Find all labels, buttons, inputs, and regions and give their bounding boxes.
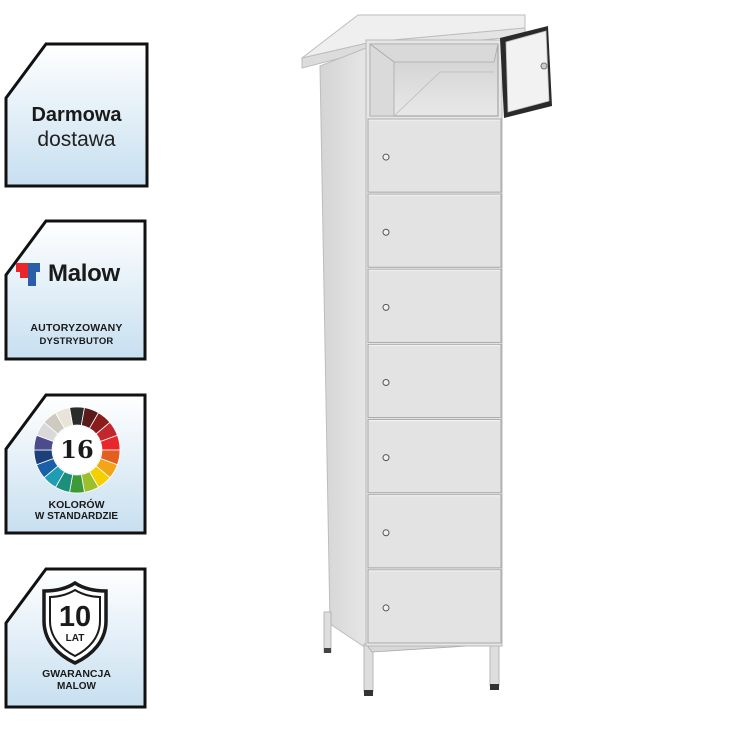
colors-line2: W STANDARDZIE — [34, 511, 119, 522]
distributor-line2: DYSTRYBUTOR — [39, 336, 114, 347]
lock-icon — [382, 228, 390, 236]
badge-frame — [4, 42, 149, 188]
malow-logo: Malow — [16, 260, 120, 288]
shield-icon: 10 LAT — [42, 581, 108, 665]
locker-door[interactable] — [367, 419, 502, 494]
locker-door[interactable] — [367, 569, 502, 644]
color-wheel-icon — [33, 406, 121, 494]
warranty-badge: 10 LAT GWARANCJA MALOW — [4, 567, 149, 709]
brand-name: Malow — [48, 260, 120, 287]
door-handle-icon — [540, 62, 548, 70]
color-swatch — [54, 407, 74, 429]
delivery-line2: dostawa — [37, 128, 116, 151]
lock-icon — [382, 529, 390, 537]
locker-door[interactable] — [367, 193, 502, 268]
authorized-distributor-badge: Malow AUTORYZOWANY DYSTRYBUTOR — [4, 219, 149, 361]
warranty-line2: MALOW — [57, 681, 96, 692]
warranty-line1: GWARANCJA — [42, 668, 111, 680]
cabinet-leg — [323, 611, 332, 653]
warranty-unit: LAT — [66, 633, 85, 644]
cabinet-leg — [489, 639, 500, 687]
locker-door[interactable] — [367, 118, 502, 193]
lock-icon — [382, 153, 390, 161]
badge-frame — [4, 219, 147, 361]
open-locker-door[interactable] — [500, 26, 552, 118]
free-delivery-badge: Darmowa dostawa — [4, 42, 149, 188]
delivery-line1: Darmowa — [31, 104, 122, 126]
colors-count: 16 — [60, 435, 94, 464]
lock-icon — [382, 454, 390, 462]
colors-line1: KOLORÓW — [48, 499, 105, 511]
malow-logo-icon — [16, 263, 40, 286]
cabinet-side-panel — [319, 47, 367, 649]
warranty-years: 10 — [59, 601, 91, 633]
lock-icon — [382, 604, 390, 612]
colors-badge: 16 KOLORÓW W STANDARDZIE — [4, 393, 149, 535]
locker-cabinet-image — [301, 14, 552, 696]
distributor-line1: AUTORYZOWANY — [30, 322, 123, 334]
locker-door[interactable] — [367, 494, 502, 569]
lock-icon — [382, 379, 390, 387]
open-compartment — [368, 43, 499, 117]
lock-icon — [382, 303, 390, 311]
locker-door[interactable] — [367, 268, 502, 343]
locker-door[interactable] — [367, 343, 502, 419]
